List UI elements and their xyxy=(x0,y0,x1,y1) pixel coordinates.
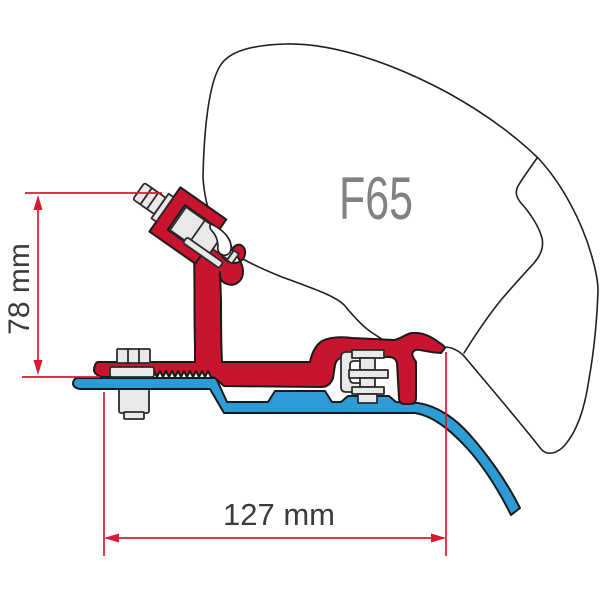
clamp-bolt-washer xyxy=(150,192,175,223)
left-bolt-hex-head xyxy=(116,348,151,364)
dimension-127mm: 127 mm xyxy=(103,352,447,556)
rail-clamp-lower-shaft xyxy=(359,377,376,388)
left-bolt-upper xyxy=(109,348,155,378)
left-bolt-washer xyxy=(109,366,155,378)
left-bolt-shaft xyxy=(118,386,150,414)
left-bolt-foot xyxy=(123,411,145,420)
dim-78-label: 78 mm xyxy=(3,243,36,335)
awning-model-label: F65 xyxy=(339,165,413,232)
awning-case-outline xyxy=(202,43,599,454)
dim-78-arrow-down xyxy=(33,360,43,375)
roof-rail-profile xyxy=(72,377,521,516)
clamp-backing-rod xyxy=(182,237,224,269)
awning-case xyxy=(202,43,599,454)
dim-127-label: 127 mm xyxy=(223,497,335,532)
hex-facet-line xyxy=(139,187,153,205)
left-bolt-lower xyxy=(118,386,150,420)
dim-127-arrow-right xyxy=(431,533,446,543)
adapter-bracket-body xyxy=(93,243,446,405)
clamp-bolt-end-cap xyxy=(226,249,240,265)
hex-facet-line xyxy=(146,192,160,210)
rail-clamp-c-bracket xyxy=(340,351,365,393)
rail-clamp-top-plate xyxy=(351,349,385,359)
dimension-78mm: 78 mm xyxy=(3,192,162,378)
case-rail-lip xyxy=(209,223,232,256)
rail-clamp-foot xyxy=(357,393,378,404)
dim-78-arrow-up xyxy=(33,195,43,210)
rail-clamp-upper-shaft xyxy=(359,357,376,371)
rail-clamp-assembly xyxy=(340,349,389,404)
clamp-bolt xyxy=(132,182,240,269)
rail-clamp-washer xyxy=(348,369,389,379)
dim-127-arrow-left xyxy=(104,533,119,543)
clamp-channel xyxy=(148,186,228,265)
awning-case-seam-line xyxy=(463,157,544,354)
rail-clamp-bottom-plate xyxy=(351,386,385,395)
top-clamp-assembly xyxy=(132,182,240,269)
